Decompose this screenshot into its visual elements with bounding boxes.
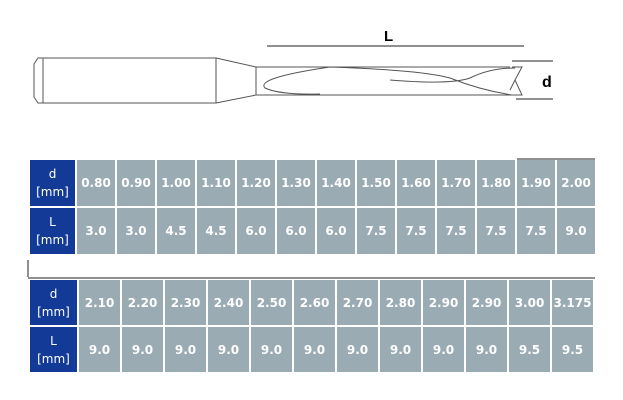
cell-L: 9.0 [122,327,163,372]
cell-d: 2.00 [557,160,595,206]
cell-L: 9.0 [294,327,335,372]
cell-d: 1.80 [477,160,515,206]
unit-label: [mm] [37,304,70,319]
cell-d: 3.175 [552,280,593,325]
cell-d: 2.90 [423,280,464,325]
length-label: L [384,28,393,45]
cell-d: 0.80 [77,160,115,206]
row-header-d: d [mm] [30,280,77,325]
cell-d: 1.10 [197,160,235,206]
cell-d: 1.50 [357,160,395,206]
row-label: L [49,215,56,229]
row-label: d [49,286,58,301]
unit-label: [mm] [36,185,69,199]
cell-d: 1.70 [437,160,475,206]
cell-L: 7.5 [397,208,435,254]
cell-d: 2.70 [337,280,378,325]
cell-L: 9.0 [208,327,249,372]
cell-L: 9.0 [423,327,464,372]
cell-L: 4.5 [157,208,195,254]
cell-d: 3.00 [509,280,550,325]
cell-L: 9.0 [79,327,120,372]
cell-d: 1.20 [237,160,275,206]
cell-d: 2.60 [294,280,335,325]
cell-L: 9.0 [380,327,421,372]
cell-d: 2.50 [251,280,292,325]
cell-L: 7.5 [517,208,555,254]
cell-L: 9.5 [552,327,593,372]
shank [33,57,217,104]
cell-L: 9.5 [509,327,550,372]
row-header-L: L [mm] [30,327,77,372]
row-header-d: d [mm] [30,160,75,206]
cell-L: 9.0 [557,208,595,254]
cell-d: 2.10 [79,280,120,325]
cell-L: 9.0 [251,327,292,372]
cell-d: 2.40 [208,280,249,325]
cell-L: 7.5 [477,208,515,254]
neck [215,57,257,104]
cell-L: 7.5 [357,208,395,254]
cell-d: 2.20 [122,280,163,325]
cell-L: 9.0 [165,327,206,372]
unit-label: [mm] [36,233,69,247]
cell-d: 2.80 [380,280,421,325]
cell-L: 7.5 [437,208,475,254]
cell-d: 2.30 [165,280,206,325]
cell-d: 2.90 [466,280,507,325]
diameter-label: d [542,74,552,91]
cell-L: 6.0 [277,208,315,254]
cell-d: 1.90 [517,160,555,206]
cell-d: 0.90 [117,160,155,206]
cell-L: 6.0 [317,208,355,254]
row-header-L: L [mm] [30,208,75,254]
row-label: d [48,167,57,181]
cell-L: 3.0 [77,208,115,254]
cell-d: 1.00 [157,160,195,206]
cell-L: 9.0 [337,327,378,372]
cell-d: 1.30 [277,160,315,206]
cell-L: 9.0 [466,327,507,372]
flute-body [256,66,512,96]
unit-label: [mm] [37,351,70,366]
cell-d: 1.60 [397,160,435,206]
cell-L: 6.0 [237,208,275,254]
cell-d: 1.40 [317,160,355,206]
cell-L: 4.5 [197,208,235,254]
row-label: L [50,333,57,348]
cell-L: 3.0 [117,208,155,254]
